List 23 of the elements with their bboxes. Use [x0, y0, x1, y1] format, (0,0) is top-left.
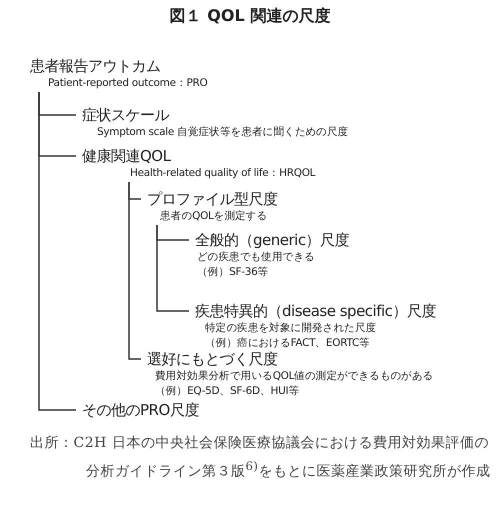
category-label: 患者報告アウトカム [30, 56, 160, 76]
category-label: 健康関連QOL [82, 146, 170, 166]
description-text: （例）癌におけるFACT、EORTC等 [205, 336, 370, 351]
description-text: （例）SF-36等 [197, 265, 268, 280]
category-label: 選好にもとづく尺度 [147, 349, 278, 369]
category-label: 症状スケール [82, 105, 169, 125]
description-text: Symptom scale 自覚症状等を患者に聞くための尺度 [97, 125, 348, 140]
description-text: Patient-reported outcome：PRO [48, 76, 208, 91]
description-text: Health-related quality of life：HRQOL [130, 166, 316, 181]
description-text: 費用対効果分析で用いるQOL値の測定ができるものがある [155, 369, 434, 384]
category-label: 疾患特異的（disease specific）尺度 [195, 301, 436, 321]
tree-connector [156, 225, 189, 312]
tree-connector [128, 182, 141, 360]
category-label: プロファイル型尺度 [147, 189, 278, 209]
tree-connector [38, 92, 76, 411]
figure-title: 図１ QOL 関連の尺度 [168, 6, 332, 27]
category-label: 全般的（generic）尺度 [195, 230, 350, 250]
category-label: その他のPRO尺度 [82, 400, 199, 420]
description-text: （例）EQ-5D、SF-6D、HUI等 [155, 384, 299, 399]
description-text: 特定の疾患を対象に開発された尺度 [205, 321, 376, 336]
description-text: 患者のQOLを測定する [160, 209, 268, 224]
source-caption: 出所：C2H 日本の中央社会保険医療協議会における費用対効果評価の分析ガイドライン第３版$^{6)}$をもとに医薬産業政策研究所が作成 [30, 434, 492, 482]
description-text: どの疾患でも使用できる [197, 250, 315, 265]
